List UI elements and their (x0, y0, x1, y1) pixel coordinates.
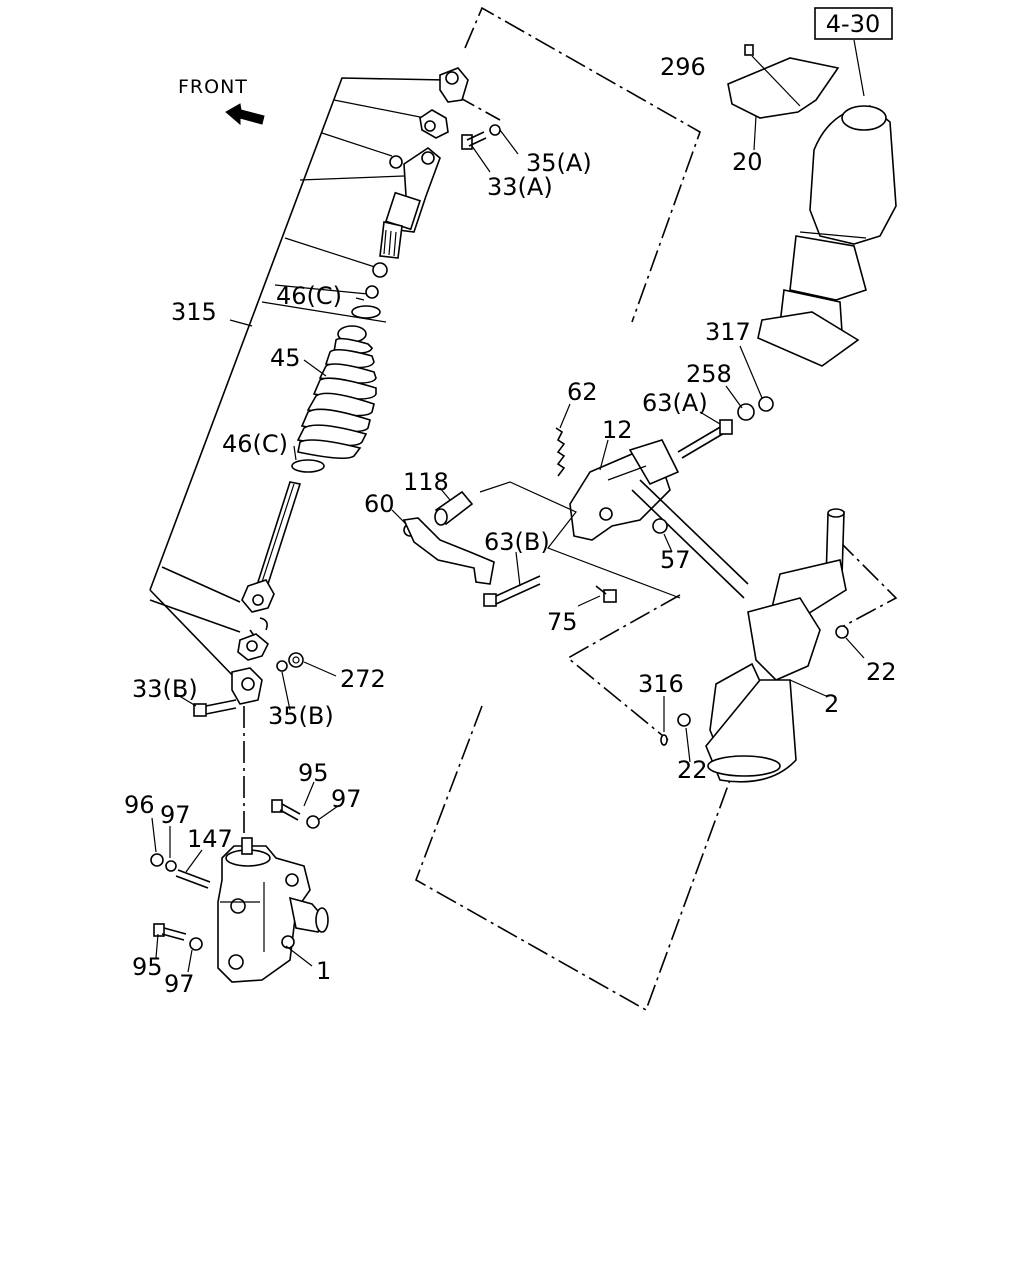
column-cover (757, 105, 897, 367)
dust-boot-45 (296, 325, 377, 460)
gear-box-bolt-95-top (271, 799, 320, 829)
bolt-63b (483, 575, 541, 607)
nut-57 (652, 518, 668, 534)
callout-2: 2 (824, 690, 839, 718)
steering-gear-box (217, 837, 329, 983)
callout-46c-top: 46(C) (276, 282, 342, 310)
upper-bolt-33a (461, 124, 501, 150)
page-reference-label: 4-30 (826, 10, 880, 38)
callout-315: 315 (171, 298, 217, 326)
leader-lines (151, 39, 865, 973)
callout-75: 75 (547, 608, 578, 636)
callout-97-right: 97 (331, 785, 362, 813)
callout-95-top: 95 (298, 759, 329, 787)
front-arrow-icon (225, 103, 265, 126)
callout-35b: 35(B) (268, 702, 334, 730)
shaft-assembly-bracket (149, 77, 447, 681)
page-reference-box: 4-30 (814, 7, 893, 40)
washer-35b (276, 660, 288, 672)
lower-shaft (241, 481, 302, 631)
pedal-arm-60 (402, 517, 495, 585)
callout-63b: 63(B) (484, 528, 550, 556)
callout-33a: 33(A) (487, 173, 553, 201)
lower-reference-frame (415, 705, 731, 1012)
callout-1: 1 (316, 957, 331, 985)
callout-272: 272 (340, 665, 386, 693)
shaft-to-box-centerline (243, 94, 501, 850)
front-label: FRONT (178, 76, 248, 98)
upper-shaft (372, 147, 441, 278)
callout-45: 45 (270, 344, 301, 372)
callout-258: 258 (686, 360, 732, 388)
callout-296: 296 (660, 53, 706, 81)
gear-box-bolt-95-bottom (153, 923, 203, 951)
tilt-bracket-12 (569, 439, 749, 599)
callout-95-bottom: 95 (132, 953, 163, 981)
callout-147: 147 (187, 825, 233, 853)
callout-96: 96 (124, 791, 155, 819)
callout-12: 12 (602, 416, 633, 444)
spring-62 (555, 427, 566, 477)
screw-296 (744, 44, 754, 56)
clamp-46c-lower (291, 459, 325, 473)
callout-62: 62 (567, 378, 598, 406)
callout-22-right: 22 (866, 658, 897, 686)
callout-46c-bottom: 46(C) (222, 430, 288, 458)
callout-118: 118 (403, 468, 449, 496)
callout-97-bottom: 97 (164, 970, 195, 998)
callout-22-bottom: 22 (677, 756, 708, 784)
callout-316: 316 (638, 670, 684, 698)
callout-57: 57 (660, 546, 691, 574)
clamp-46c-upper (351, 285, 381, 319)
callout-20: 20 (732, 148, 763, 176)
column-reference-frame (566, 539, 898, 741)
gear-box-stud-147 (150, 853, 211, 889)
bolt-75 (595, 585, 617, 603)
washer-316 (660, 734, 668, 746)
lower-universal-joint (231, 633, 269, 705)
callout-97-left: 97 (160, 801, 191, 829)
callout-35a: 35(A) (526, 149, 592, 177)
steering-column (677, 508, 849, 783)
upper-universal-joint (419, 67, 469, 139)
callout-33b: 33(B) (132, 675, 198, 703)
front-indicator: FRONT (178, 76, 265, 126)
callout-317: 317 (705, 318, 751, 346)
nut-272 (288, 652, 304, 668)
upper-reference-frame (464, 6, 701, 323)
lower-bolt-33b (193, 699, 237, 717)
pedal-leader-frame (479, 481, 681, 599)
collar-118 (434, 490, 474, 526)
callout-60: 60 (364, 490, 395, 518)
callout-63a: 63(A) (642, 389, 708, 417)
callout-labels: 296 20 35(A) 33(A) 315 46(C) 45 46(C) 31… (124, 53, 897, 998)
